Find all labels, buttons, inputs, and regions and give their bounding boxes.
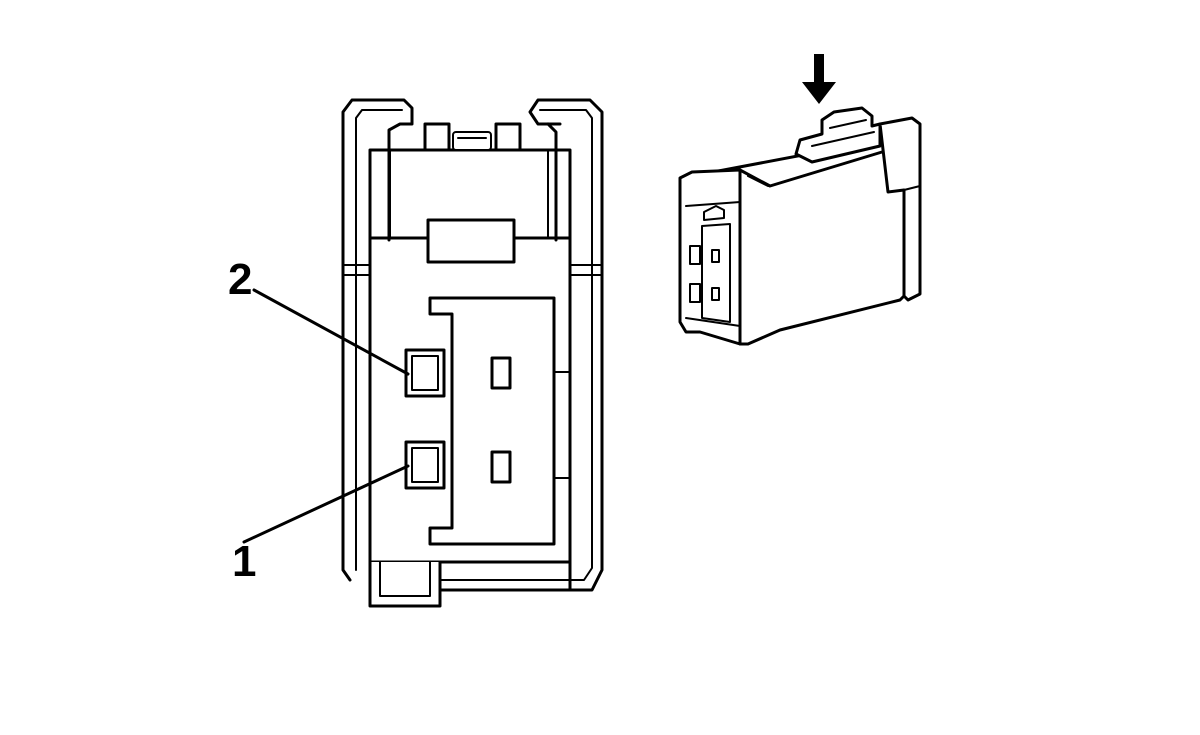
- pin-2-label: 2: [228, 255, 252, 304]
- connector-front-view: 2 1: [228, 98, 604, 608]
- terminal-cavity: [428, 296, 556, 546]
- right-latch-arm-inner: [439, 109, 593, 581]
- front-cavity: [701, 223, 731, 323]
- down-arrow-icon: [802, 54, 836, 104]
- pin-2-contact: [490, 356, 512, 390]
- pin-1-contact: [490, 450, 512, 484]
- top-post-left: [423, 122, 451, 152]
- front-contact-lower: [711, 287, 720, 301]
- pin-1-terminal: [404, 440, 446, 490]
- housing-band: [342, 264, 603, 276]
- top-latch-detail: [811, 119, 875, 147]
- left-latch-arm-inner: [355, 109, 403, 571]
- pin-1-leader: [242, 464, 410, 544]
- front-top-tab: [703, 205, 725, 221]
- bottom-tab-inner: [379, 561, 431, 597]
- key-slot: [426, 218, 516, 264]
- left-latch-arm: [341, 98, 414, 582]
- connector-top-inner: [747, 175, 769, 187]
- rear-flange: [878, 116, 922, 302]
- front-contact-upper: [711, 249, 720, 263]
- top-center-tab: [452, 131, 492, 151]
- front-face-inner: [685, 201, 741, 327]
- right-latch-arm: [438, 98, 604, 592]
- right-latch-finger: [546, 122, 558, 242]
- connector-perspective-view: [678, 54, 922, 346]
- front-pin-upper: [689, 245, 701, 265]
- pin-2-leader: [252, 288, 410, 376]
- pin-2-terminal: [404, 348, 446, 398]
- front-pin-lower: [689, 283, 701, 303]
- rear-flange-inner: [903, 185, 921, 191]
- pin-1-label: 1: [232, 537, 256, 586]
- top-post-right: [494, 122, 522, 152]
